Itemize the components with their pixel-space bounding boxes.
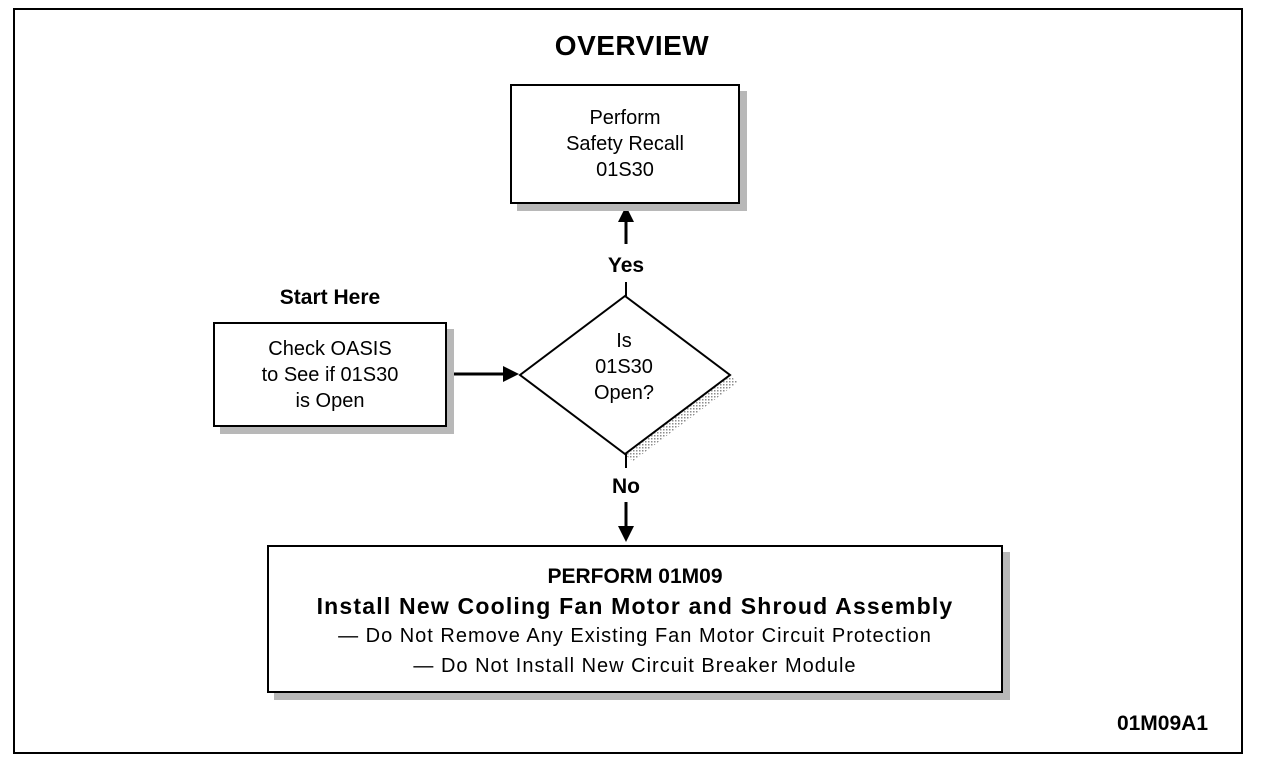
no-label: No — [612, 475, 640, 498]
start-here-label: Start Here — [279, 286, 381, 309]
yes-label: Yes — [607, 254, 645, 277]
decision-line-2: 01S30 — [595, 356, 653, 378]
decision-line-3: Open? — [593, 382, 655, 404]
check-oasis-box: Check OASIS to See if 01S30 is Open — [213, 322, 447, 427]
start-to-decision-arrowhead — [503, 366, 519, 382]
safety-recall-line-1: Perform — [589, 107, 661, 129]
perform-box-title: PERFORM 01M09 — [547, 565, 723, 588]
yes-arrowhead — [618, 206, 634, 222]
check-oasis-line-3: is Open — [295, 389, 365, 412]
figure-frame — [13, 8, 1243, 754]
page-title: OVERVIEW — [554, 30, 710, 61]
decision-line-1: Is — [616, 330, 632, 352]
check-oasis-line-1: Check OASIS — [268, 337, 392, 360]
figure-code: 01M09A1 — [1116, 712, 1208, 735]
safety-recall-box: Perform Safety Recall 01S30 — [510, 84, 740, 204]
check-oasis-line-2: to See if 01S30 — [261, 363, 399, 386]
perform-01m09-box: PERFORM 01M09 Install New Cooling Fan Mo… — [267, 545, 1003, 693]
perform-box-note-2: — Do Not Install New Circuit Breaker Mod… — [413, 655, 857, 677]
safety-recall-line-3: 01S30 — [596, 159, 654, 181]
perform-box-subtitle: Install New Cooling Fan Motor and Shroud… — [316, 593, 954, 619]
safety-recall-line-2: Safety Recall — [566, 133, 684, 155]
no-arrowhead — [618, 526, 634, 542]
perform-box-note-1: — Do Not Remove Any Existing Fan Motor C… — [338, 625, 932, 647]
decision-text: Is 01S30 Open? — [560, 328, 688, 406]
